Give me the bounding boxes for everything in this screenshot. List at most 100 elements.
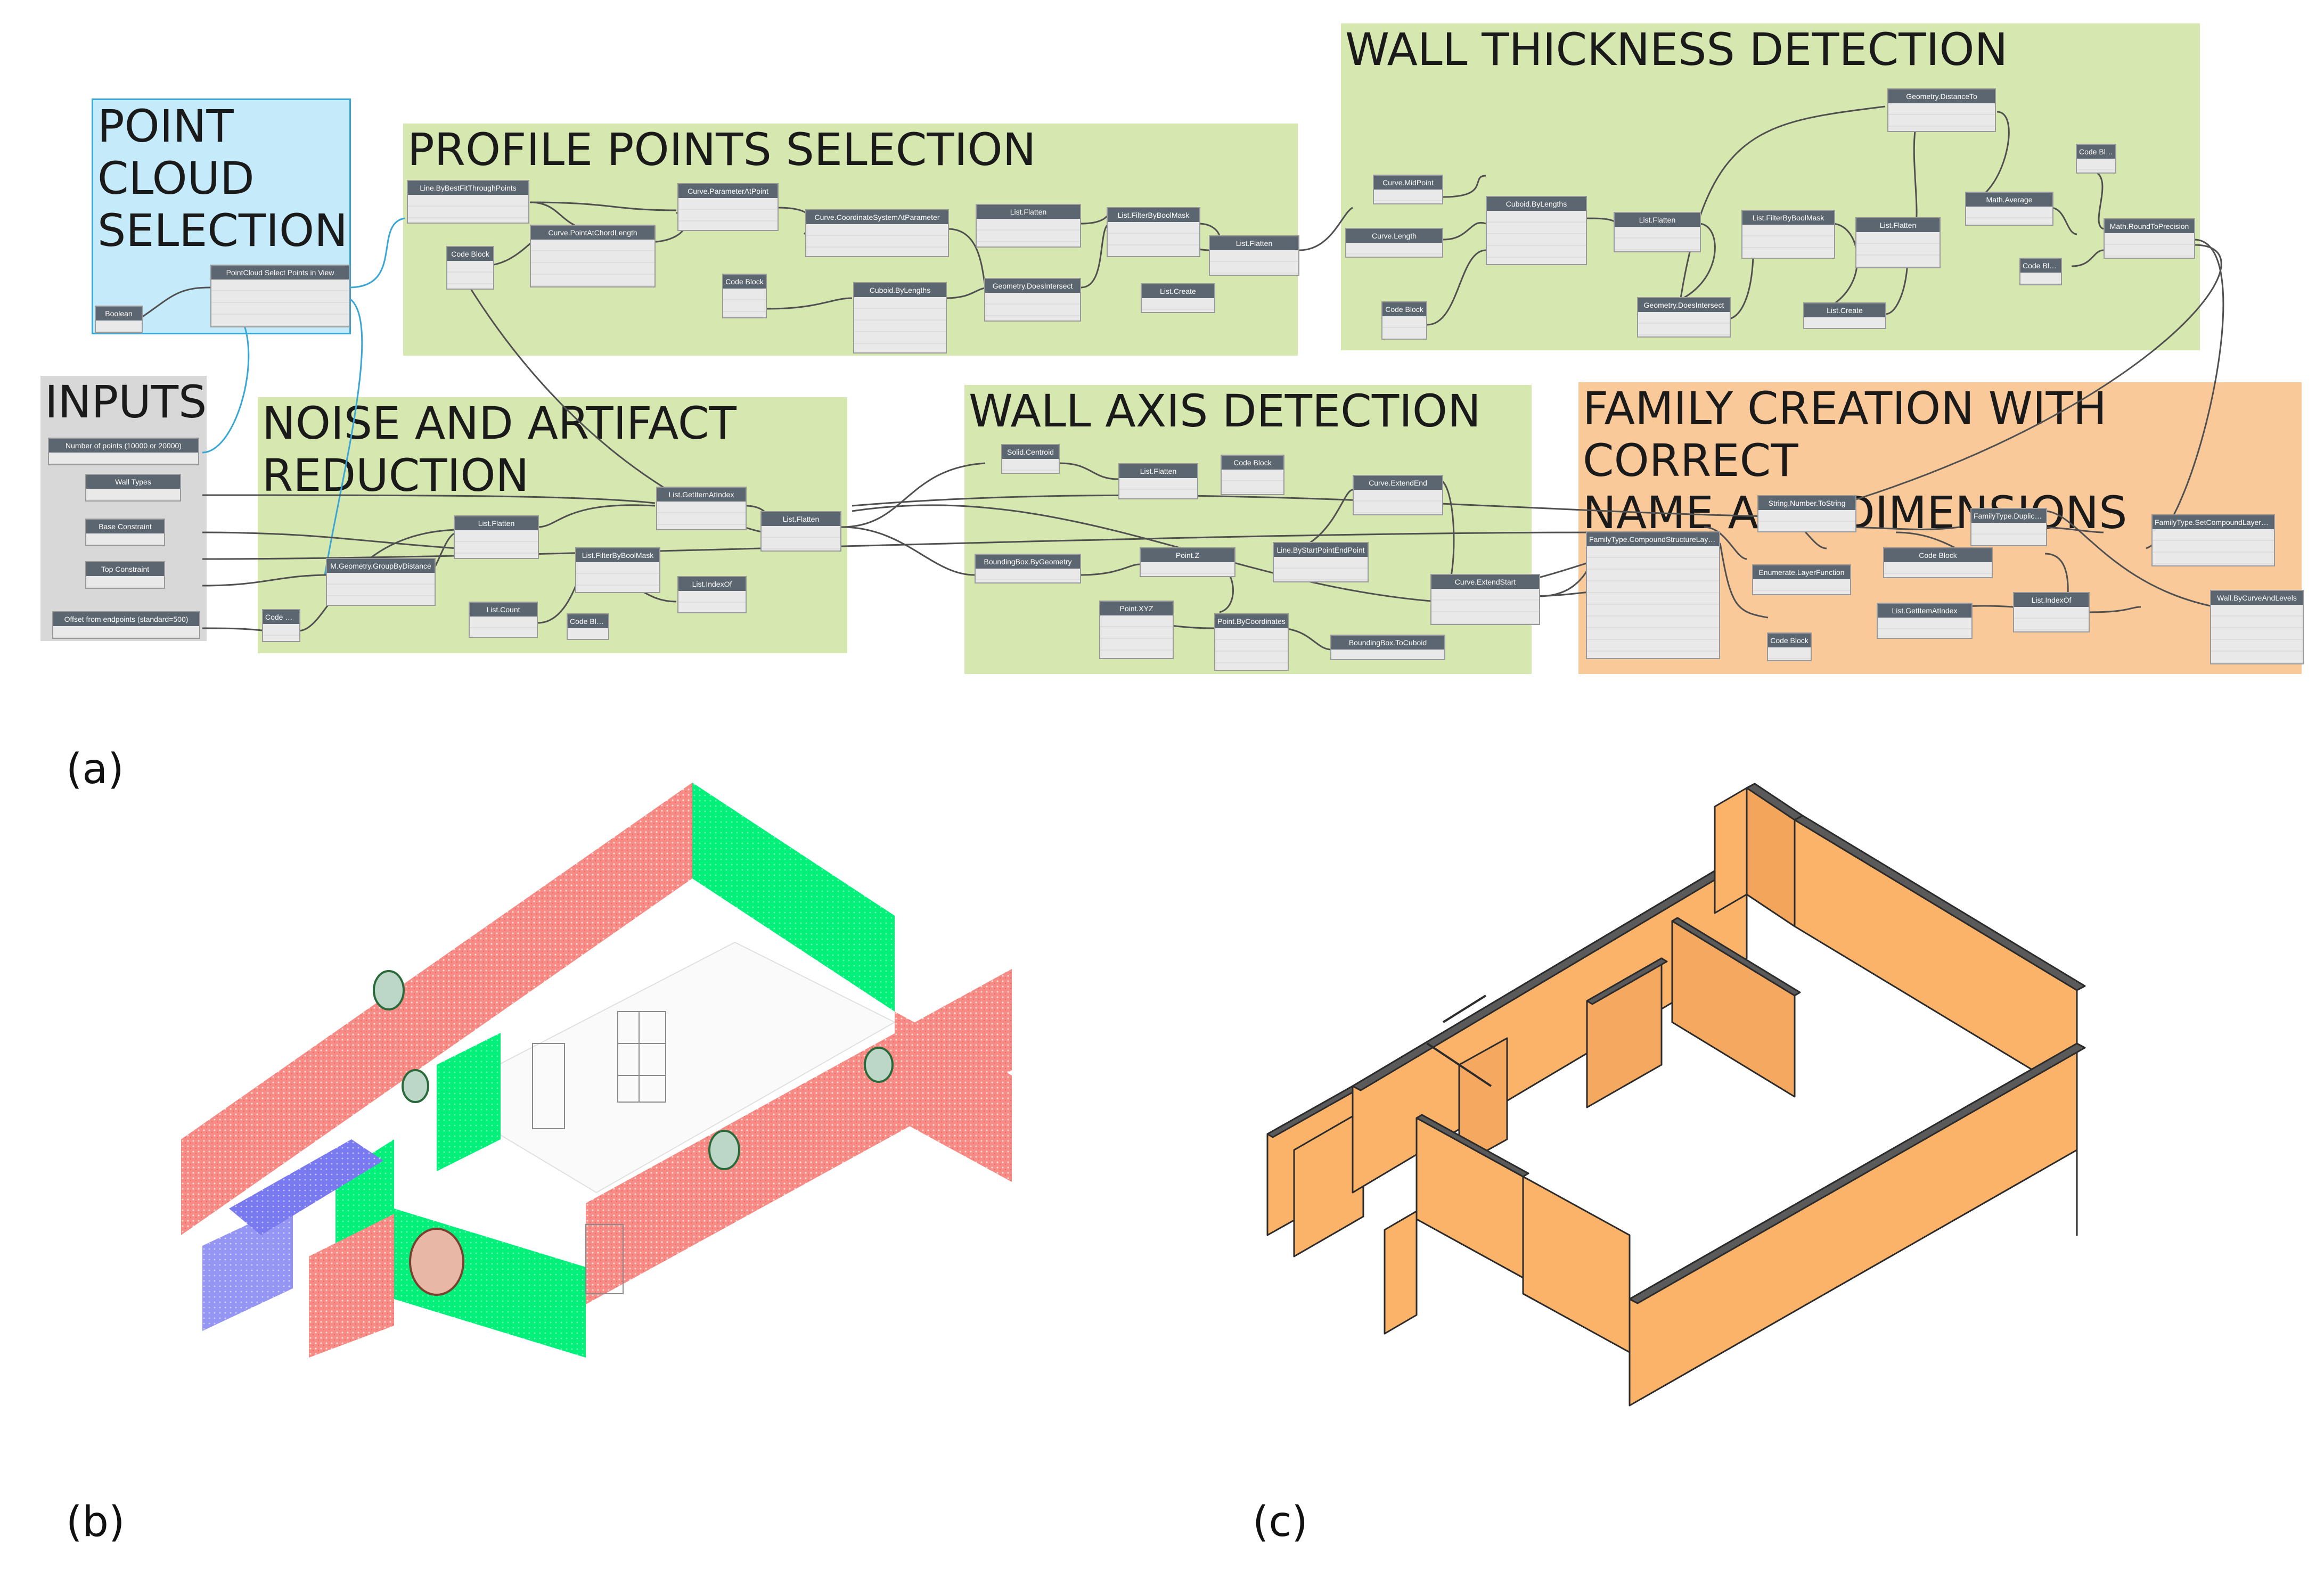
pointcloud-select-node[interactable]: PointCloud Select Points in View <box>210 265 350 327</box>
node-ports <box>211 280 349 326</box>
solid-centroid-node[interactable]: Solid.Centroid <box>1001 444 1060 474</box>
node-ports <box>2014 607 2089 631</box>
base-constraint-node[interactable]: Base Constraint <box>85 519 165 546</box>
wall-face <box>1458 1037 1508 1167</box>
list-filter-boolmask-node[interactable]: List.FilterByBoolMask <box>575 547 660 593</box>
list-flatten-node[interactable]: List.Flatten <box>976 204 1081 248</box>
point-by-coords-node[interactable]: Point.ByCoordinates <box>1214 613 1289 671</box>
node-title: PointCloud Select Points in View <box>211 266 349 280</box>
geometry-intersect-node[interactable]: Geometry.DoesIntersect <box>984 278 1081 322</box>
list-create-node[interactable]: List.Create <box>1141 283 1215 313</box>
family-compound-layers-node[interactable]: FamilyType.CompoundStructureLayers <box>1586 531 1720 659</box>
node-ports <box>53 626 199 638</box>
node-title: Geometry.DistanceTo <box>1888 89 1995 103</box>
code-block-node[interactable]: Code Block <box>2076 144 2116 174</box>
list-filter-boolmask-node[interactable]: List.FilterByBoolMask <box>1107 207 1200 257</box>
list-index-of-node[interactable]: List.IndexOf <box>677 576 747 613</box>
code-block-node[interactable]: Code Block <box>1221 455 1284 495</box>
code-block-node[interactable]: Code Block <box>567 613 609 640</box>
node-title: Curve.PointAtChordLength <box>531 226 654 240</box>
node-title: Code Block <box>1884 548 1992 562</box>
node-ports <box>1856 232 1940 267</box>
geometry-distance-to-node[interactable]: Geometry.DistanceTo <box>1887 88 1996 132</box>
node-title: String.Number.ToString <box>1758 496 1855 510</box>
wire <box>2044 510 2216 608</box>
node-title: Curve.ParameterAtPoint <box>678 184 778 198</box>
curve-param-at-point-node[interactable]: Curve.ParameterAtPoint <box>677 183 779 231</box>
list-flatten-node[interactable]: List.Flatten <box>1855 217 1941 268</box>
node-title: List.Flatten <box>762 512 840 526</box>
wall-types-node[interactable]: Wall Types <box>85 474 181 502</box>
offset-endpoints-node[interactable]: Offset from endpoints (standard=500) <box>52 611 200 639</box>
group-title: PROFILE POINTS SELECTION <box>407 124 1036 176</box>
node-title: Math.Average <box>1966 193 2052 207</box>
list-count-node[interactable]: List.Count <box>469 602 538 638</box>
math-average-node[interactable]: Math.Average <box>1965 192 2053 226</box>
line-bestfit-node[interactable]: Line.ByBestFitThroughPoints <box>407 180 529 224</box>
geometry-intersect-node[interactable]: Geometry.DoesIntersect <box>1637 297 1731 338</box>
object-segment-blue <box>202 1203 293 1331</box>
code-block-node[interactable]: Code Block <box>446 246 494 290</box>
math-round-node[interactable]: Math.RoundToPrecision <box>2104 218 2195 259</box>
point-z-node[interactable]: Point.Z <box>1140 547 1235 577</box>
node-title: List.GetItemAtIndex <box>1878 604 1971 618</box>
list-get-item-node[interactable]: List.GetItemAtIndex <box>656 487 747 530</box>
code-block-node[interactable]: Code Block <box>2019 258 2062 285</box>
list-filter-boolmask-node[interactable]: List.FilterByBoolMask <box>1741 210 1835 259</box>
node-ports <box>96 321 142 332</box>
node-ports <box>806 224 948 256</box>
list-flatten-node[interactable]: List.Flatten <box>1209 235 1299 276</box>
group-wall-thickness-detection: WALL THICKNESS DETECTION <box>1341 23 2200 350</box>
list-flatten-node[interactable]: List.Flatten <box>760 511 841 552</box>
enumerate-layer-node[interactable]: Enumerate.LayerFunction <box>1752 564 1851 595</box>
point-xyz-node[interactable]: Point.XYZ <box>1099 601 1174 659</box>
bbox-by-geometry-node[interactable]: BoundingBox.ByGeometry <box>975 554 1081 584</box>
node-ports <box>1966 207 2052 225</box>
curve-extend-start-node[interactable]: Curve.ExtendStart <box>1430 574 1540 625</box>
familytype-duplicate-node[interactable]: FamilyType.Duplicate <box>1970 508 2047 546</box>
curve-length-node[interactable]: Curve.Length <box>1345 228 1443 258</box>
wire <box>202 574 331 587</box>
string-from-number-node[interactable]: String.Number.ToString <box>1757 495 1856 532</box>
wire <box>348 217 405 289</box>
panel-label-a: (a) <box>66 745 124 793</box>
node-title: List.IndexOf <box>678 577 746 591</box>
code-block-node[interactable]: Code Block <box>262 609 300 642</box>
wire <box>1719 543 1769 619</box>
familytype-set-compound-node[interactable]: FamilyType.SetCompoundLayerWidth <box>2151 514 2275 566</box>
code-block-node[interactable]: Code Block <box>722 274 767 318</box>
code-block-node[interactable]: Code Block <box>1883 547 1993 578</box>
group-by-distance-node[interactable]: M.Geometry.GroupByDistance <box>326 558 436 606</box>
node-title: Geometry.DoesIntersect <box>1638 298 1730 312</box>
line-by-start-end-node[interactable]: Line.ByStartPointEndPoint <box>1273 542 1369 582</box>
list-flatten-node[interactable]: List.Flatten <box>1118 463 1198 499</box>
list-create-node[interactable]: List.Create <box>1803 302 1886 329</box>
boolean-node[interactable]: Boolean <box>95 306 143 333</box>
number-of-points-node[interactable]: Number of points (10000 or 20000) <box>48 438 199 465</box>
wall-segment-green <box>692 783 895 1012</box>
curve-mid-point-node[interactable]: Curve.MidPoint <box>1373 175 1443 204</box>
cuboid-by-lengths-node[interactable]: Cuboid.ByLengths <box>853 282 947 354</box>
node-ports <box>568 628 608 639</box>
bbox-to-cuboid-node[interactable]: BoundingBox.ToCuboid <box>1330 635 1445 660</box>
node-ports <box>678 591 746 612</box>
code-block-node[interactable]: Code Block <box>1767 632 1812 661</box>
wall-segment-red <box>309 1214 394 1358</box>
code-block-node[interactable]: Code Block <box>1381 301 1427 340</box>
node-title: List.IndexOf <box>2014 593 2089 607</box>
list-flatten-node[interactable]: List.Flatten <box>1614 212 1701 252</box>
curve-extend-end-node[interactable]: Curve.ExtendEnd <box>1353 475 1443 515</box>
cuboid-by-lengths-node[interactable]: Cuboid.ByLengths <box>1486 196 1587 265</box>
curve-coord-system-node[interactable]: Curve.CoordinateSystemAtParameter <box>805 209 949 257</box>
curve-point-chord-node[interactable]: Curve.PointAtChordLength <box>530 225 656 287</box>
node-ports <box>1804 317 1885 328</box>
wall-by-curve-levels-node[interactable]: Wall.ByCurveAndLevels <box>2210 590 2304 664</box>
node-ports <box>1346 243 1442 257</box>
top-constraint-node[interactable]: Top Constraint <box>85 561 165 589</box>
node-title: Curve.ExtendEnd <box>1354 476 1442 490</box>
list-get-item-node[interactable]: List.GetItemAtIndex <box>1877 603 1973 639</box>
list-flatten-node[interactable]: List.Flatten <box>454 515 539 559</box>
list-index-of-node[interactable]: List.IndexOf <box>2013 592 2090 632</box>
node-ports <box>1884 562 1992 577</box>
node-ports <box>762 526 840 550</box>
